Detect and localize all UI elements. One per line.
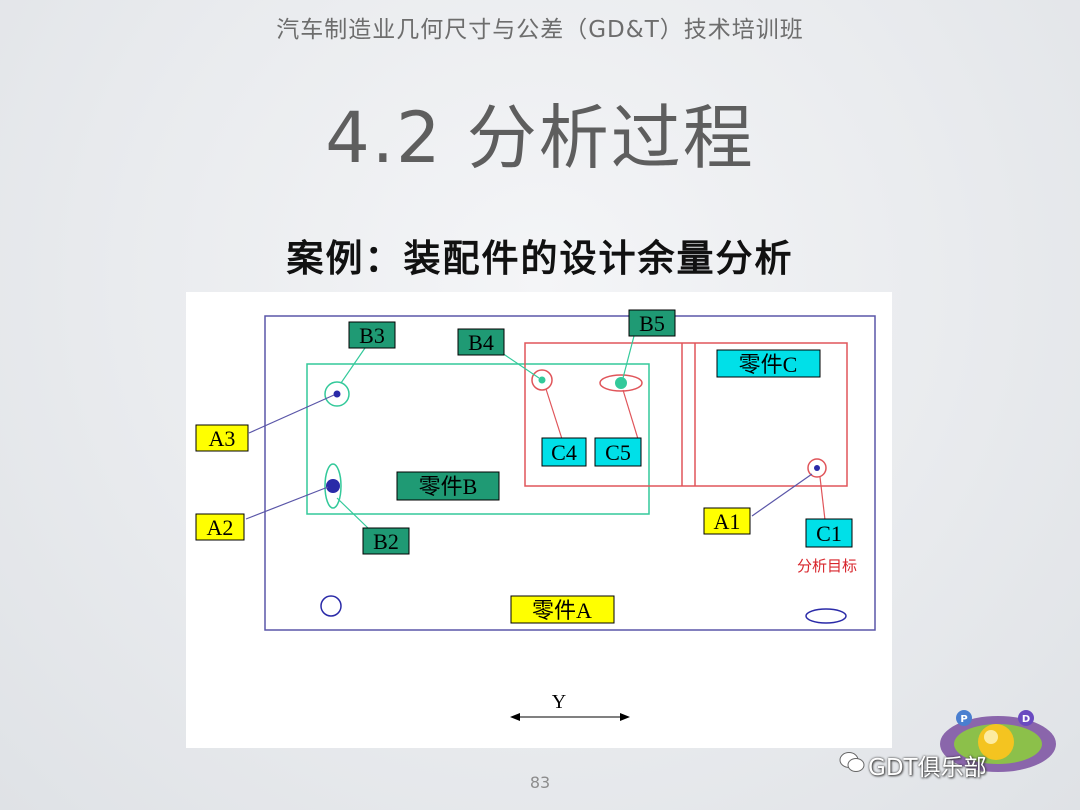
b2-slot xyxy=(324,463,342,509)
leader-b3 xyxy=(340,347,366,384)
axis-label-y: Y xyxy=(552,691,566,713)
logo-letter-d: D xyxy=(1022,714,1030,725)
label-part-b-text: 零件B xyxy=(419,474,478,499)
label-b5-text: B5 xyxy=(639,311,665,336)
label-c5: C5 xyxy=(594,437,642,467)
label-part-c-text: 零件C xyxy=(739,352,798,377)
chat-bubble-icon xyxy=(839,752,865,772)
label-part-b: 零件B xyxy=(396,471,500,501)
label-a3: A3 xyxy=(195,424,249,452)
leader-c1 xyxy=(819,476,826,521)
a1-hole-dot xyxy=(814,465,820,471)
pdca-logo-icon: P D xyxy=(940,710,1056,772)
leader-a3 xyxy=(248,394,335,434)
label-b4: B4 xyxy=(457,328,505,356)
part-b-outline xyxy=(306,363,650,515)
part-a-outline xyxy=(264,315,876,631)
slide-title: 4.2 分析过程 xyxy=(325,97,755,179)
label-a3-text: A3 xyxy=(209,426,236,451)
brand-watermark: GDT俱乐部 xyxy=(868,755,987,781)
leader-b5 xyxy=(622,335,635,379)
label-a1-text: A1 xyxy=(714,509,741,534)
assembly-diagram: A3 A2 A1 B3 B4 B5 B2 零件B xyxy=(186,292,892,748)
leader-a2 xyxy=(245,486,329,520)
course-title: 汽车制造业几何尺寸与公差（GD&T）技术培训班 xyxy=(276,17,804,43)
leader-a1 xyxy=(751,473,813,517)
label-b3: B3 xyxy=(348,321,396,349)
c1-hole-ring xyxy=(807,458,827,478)
b3-hole-ring xyxy=(324,381,350,407)
label-a1: A1 xyxy=(703,507,751,535)
label-b3-text: B3 xyxy=(359,323,385,348)
label-part-a: 零件A xyxy=(510,595,615,624)
b4-hole-dot xyxy=(538,376,546,384)
label-c4: C4 xyxy=(541,437,587,467)
part-c-outline xyxy=(524,342,848,487)
a3-hole-dot xyxy=(333,390,341,398)
axis-arrow-right-head xyxy=(620,713,630,721)
c5-slot xyxy=(599,374,643,392)
leader-c4 xyxy=(545,388,563,440)
label-b5: B5 xyxy=(628,309,676,337)
leader-c5 xyxy=(622,389,639,440)
label-c4-text: C4 xyxy=(551,440,577,465)
label-a2-text: A2 xyxy=(207,515,234,540)
page-number: 83 xyxy=(529,773,551,792)
part-a-slot-hole xyxy=(805,608,847,624)
label-part-a-text: 零件A xyxy=(532,598,592,623)
leader-b2 xyxy=(336,497,370,530)
label-b2-text: B2 xyxy=(373,529,399,554)
a2-hole-dot xyxy=(326,479,340,493)
part-a-round-hole xyxy=(320,595,342,617)
slide-subtitle: 案例：装配件的设计余量分析 xyxy=(286,237,794,280)
label-b2: B2 xyxy=(362,527,410,555)
axis-arrow-left-head xyxy=(510,713,520,721)
logo-letter-p: P xyxy=(960,714,967,725)
target-note: 分析目标 xyxy=(797,558,857,575)
c4-hole-ring xyxy=(531,369,553,391)
label-a2: A2 xyxy=(195,513,245,541)
b5-hole-dot xyxy=(615,377,627,389)
leader-b4 xyxy=(498,350,540,379)
label-part-c: 零件C xyxy=(716,349,821,378)
label-c5-text: C5 xyxy=(605,440,631,465)
label-c1-text: C1 xyxy=(816,521,842,546)
label-b4-text: B4 xyxy=(468,330,494,355)
label-c1: C1 xyxy=(805,518,853,548)
